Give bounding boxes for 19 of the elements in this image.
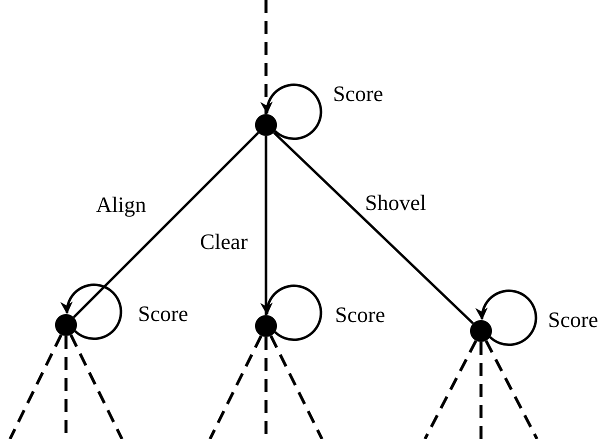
dashed-line	[70, 334, 124, 439]
state-dot	[255, 315, 277, 337]
tree-edge	[273, 132, 474, 324]
dashed-line	[264, 0, 268, 114]
dashed-line	[208, 335, 262, 439]
dashed-line	[270, 335, 324, 439]
self-loop-arrow	[260, 84, 322, 140]
dashed-line	[424, 340, 478, 439]
dashed-line	[8, 334, 62, 439]
dashed-line	[484, 340, 538, 439]
self-loop-arrow	[60, 284, 122, 340]
self-loop-arrow	[260, 284, 322, 341]
self-loop-arrow	[476, 290, 538, 346]
state-dot	[255, 114, 277, 136]
state-dot	[470, 320, 492, 342]
state-dot	[55, 314, 77, 336]
dashed-line	[480, 342, 482, 439]
tree-edge	[72, 132, 260, 318]
tree-edge	[264, 136, 268, 315]
